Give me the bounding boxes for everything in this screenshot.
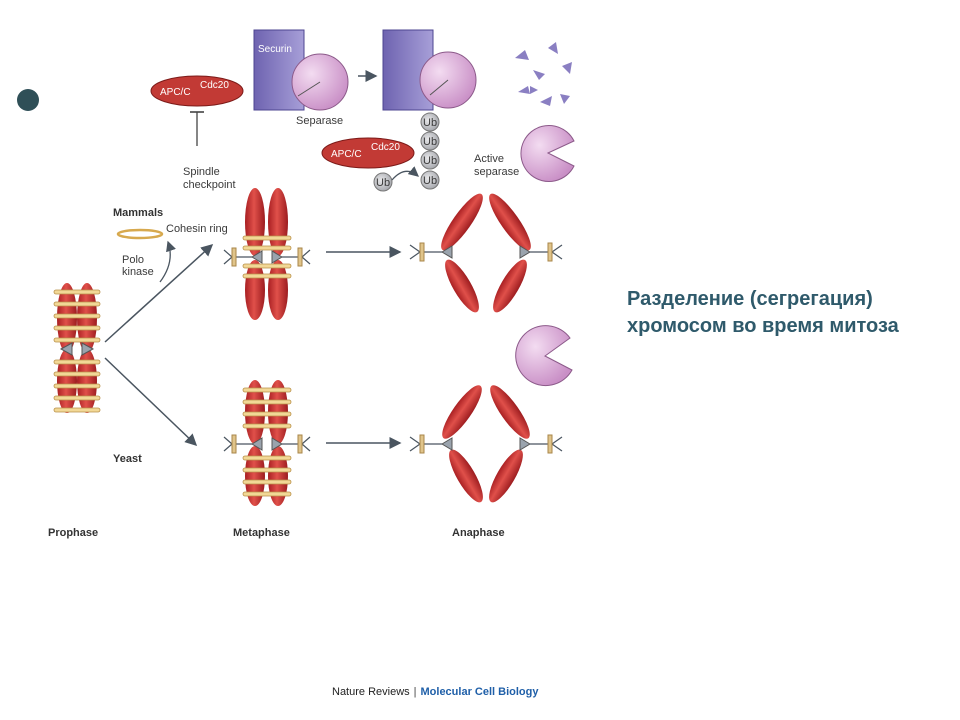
arrow-to-mammals	[104, 243, 214, 343]
apc-c-mid: APC/C Cdc20 Ub	[321, 137, 419, 192]
figure-credit: Nature Reviews|Molecular Cell Biology	[332, 686, 538, 698]
slide-bullet	[17, 89, 39, 111]
polo-label: Polo	[122, 254, 144, 266]
credit-separator: |	[413, 686, 417, 698]
prophase-chromosome	[53, 283, 101, 413]
yeast-label: Yeast	[113, 453, 142, 465]
mammals-label: Mammals	[113, 207, 163, 219]
credit-section: Molecular Cell Biology	[420, 686, 539, 698]
active-separase-top: Active separase	[474, 125, 575, 182]
cohesin-ring-free: Cohesin ring	[116, 223, 228, 240]
securin-fragments	[515, 42, 572, 106]
active-label: Active	[474, 153, 504, 165]
spindle-checkpoint-inhibition: Spindle checkpoint	[183, 111, 236, 191]
slide-title: Разделение (сегрегация) хромосом во врем…	[627, 288, 899, 337]
spindle-label: Spindle	[183, 166, 220, 178]
active-separase-right	[515, 325, 573, 387]
checkpoint-label: checkpoint	[183, 179, 236, 191]
apc-c-label: APC/C	[160, 87, 191, 98]
credit-journal: Nature Reviews	[332, 686, 410, 698]
kinase-label: kinase	[122, 266, 154, 278]
anaphase-mammals	[409, 193, 563, 313]
cohesin-ring-label: Cohesin ring	[166, 223, 228, 235]
cdc20-label: Cdc20	[200, 80, 229, 91]
svg-text:Ub: Ub	[423, 136, 437, 148]
separase-label: Separase	[296, 115, 343, 127]
ubiquitinated-complex: Ub Ub Ub Ub	[382, 29, 477, 190]
polo-arrow	[159, 240, 176, 283]
svg-text:Ub: Ub	[423, 175, 437, 187]
anaphase-label: Anaphase	[452, 527, 505, 539]
metaphase-chromosome-yeast	[223, 380, 311, 506]
apc-c-top: APC/C Cdc20	[150, 75, 244, 107]
ub-chain: Ub Ub Ub Ub	[420, 112, 440, 190]
securin-separase-complex: Securin Separase	[253, 29, 349, 127]
anaphase-yeast	[409, 385, 563, 503]
metaphase-chromosome-mammals	[223, 188, 311, 320]
active-separase-label: separase	[474, 166, 519, 178]
svg-text:Ub: Ub	[423, 117, 437, 129]
securin-label: Securin	[258, 44, 292, 55]
svg-text:Cdc20: Cdc20	[371, 142, 400, 153]
svg-text:Ub: Ub	[423, 155, 437, 167]
svg-text:APC/C: APC/C	[331, 149, 362, 160]
prophase-label: Prophase	[48, 527, 98, 539]
arrow-to-yeast	[104, 357, 198, 447]
metaphase-label: Metaphase	[233, 527, 290, 539]
svg-text:Ub: Ub	[376, 177, 390, 189]
